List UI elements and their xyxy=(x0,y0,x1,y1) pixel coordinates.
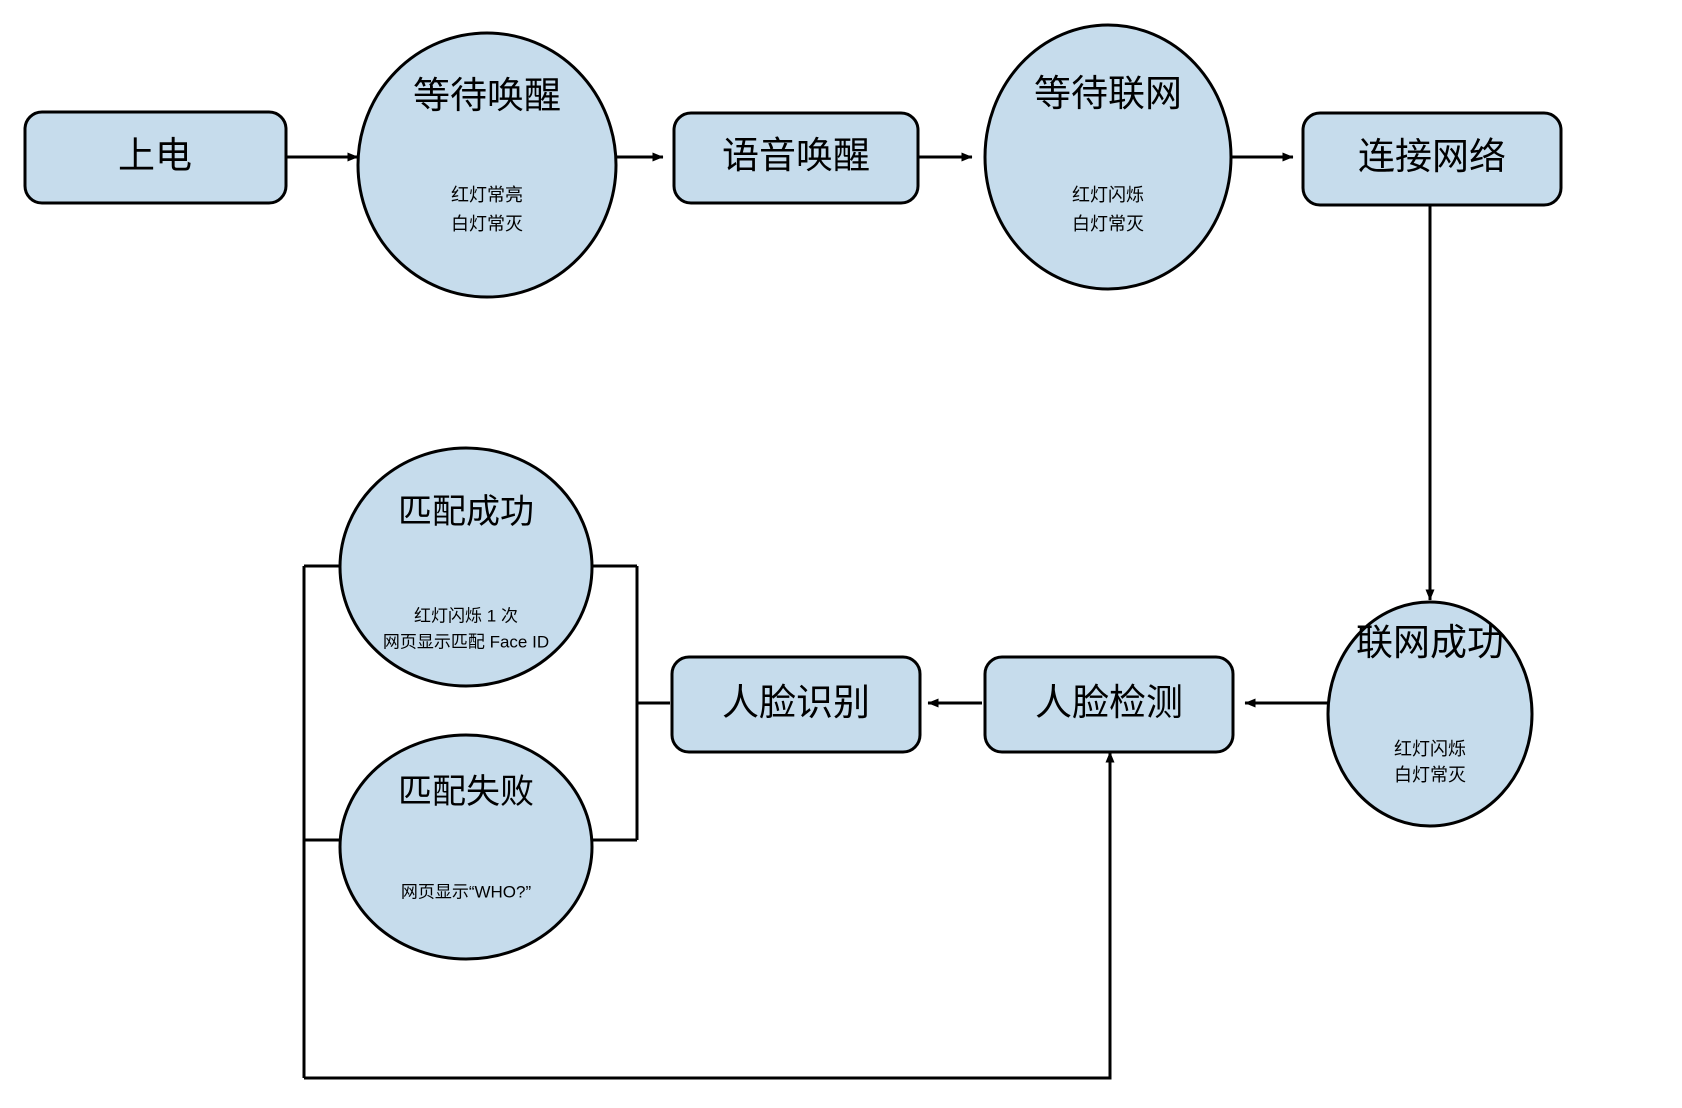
voice-wake-shape xyxy=(672,111,920,205)
await-wake-sub-line-1: 红灯常亮 xyxy=(451,185,523,205)
await-network-label: 等待联网 xyxy=(1034,73,1182,114)
node-match-fail[interactable]: 匹配失败 网页显示“WHO?” xyxy=(338,733,594,961)
node-face-recognize[interactable]: 人脸识别 xyxy=(670,655,922,754)
network-success-shape xyxy=(1326,600,1534,828)
node-await-network[interactable]: 等待联网 红灯闪烁 白灯常灭 xyxy=(983,23,1233,291)
face-detect-shape xyxy=(983,655,1235,754)
await-network-sub-line-1: 红灯闪烁 xyxy=(1072,185,1144,205)
network-success-sub-line-2: 白灯常灭 xyxy=(1394,765,1466,785)
node-connect-network[interactable]: 连接网络 xyxy=(1301,111,1563,207)
match-fail-label: 匹配失败 xyxy=(398,773,534,811)
network-success-sub-line-1: 红灯闪烁 xyxy=(1394,739,1466,759)
await-wake-label: 等待唤醒 xyxy=(413,75,561,116)
face-recognize-shape xyxy=(670,655,922,754)
await-network-sub-line-2: 白灯常灭 xyxy=(1072,214,1144,234)
node-voice-wake[interactable]: 语音唤醒 xyxy=(672,111,920,205)
node-match-success[interactable]: 匹配成功 红灯闪烁 1 次 网页显示匹配 Face ID xyxy=(338,446,594,688)
match-success-label: 匹配成功 xyxy=(398,493,534,531)
power-on-label: 上电 xyxy=(118,135,192,176)
await-wake-sub-line-2: 白灯常灭 xyxy=(451,214,523,234)
edge-loopback-to-face-detect xyxy=(304,751,1115,1080)
face-detect-label: 人脸检测 xyxy=(1035,682,1183,723)
await-network-shape xyxy=(983,23,1233,291)
node-power-on[interactable]: 上电 xyxy=(23,110,288,205)
voice-wake-label: 语音唤醒 xyxy=(722,135,870,176)
connect-network-label: 连接网络 xyxy=(1358,136,1506,177)
power-on-shape xyxy=(23,110,288,205)
match-success-sub-line-1: 红灯闪烁 1 次 xyxy=(414,606,518,625)
match-fail-sub-line-1: 网页显示“WHO?” xyxy=(401,882,532,901)
connect-network-shape xyxy=(1301,111,1563,207)
network-success-label: 联网成功 xyxy=(1356,622,1504,663)
match-fail-shape xyxy=(338,733,594,961)
face-recognize-label: 人脸识别 xyxy=(722,682,870,723)
match-success-sub-line-2: 网页显示匹配 Face ID xyxy=(383,632,549,651)
node-network-success[interactable]: 联网成功 红灯闪烁 白灯常灭 xyxy=(1326,600,1534,828)
match-success-shape xyxy=(338,446,594,688)
await-wake-shape xyxy=(356,31,618,299)
node-face-detect[interactable]: 人脸检测 xyxy=(983,655,1235,754)
node-await-wake[interactable]: 等待唤醒 红灯常亮 白灯常灭 xyxy=(356,31,618,299)
connector-layer xyxy=(286,152,1435,1080)
